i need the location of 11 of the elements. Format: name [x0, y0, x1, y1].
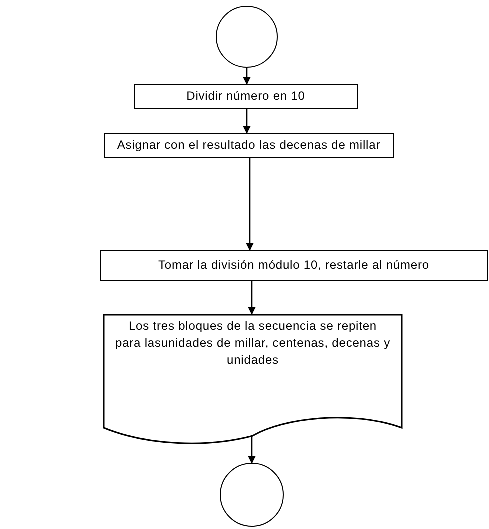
process-box [134, 84, 358, 109]
node-text: Asignar con el resultado las decenas de millar [116, 137, 382, 154]
process-box [104, 133, 394, 158]
arrow [243, 109, 251, 134]
arrow [246, 158, 254, 251]
arrow [243, 68, 251, 85]
node-text: Dividir número en 10 [186, 88, 306, 105]
arrow [248, 281, 256, 315]
process-box [100, 250, 488, 281]
node-text: Tomar la división módulo 10, restarle al número [158, 257, 430, 274]
node-text: Los tres bloques de la secuencia se repiten para lasunidades de millar, centenas, decenas y unidades [115, 318, 391, 369]
